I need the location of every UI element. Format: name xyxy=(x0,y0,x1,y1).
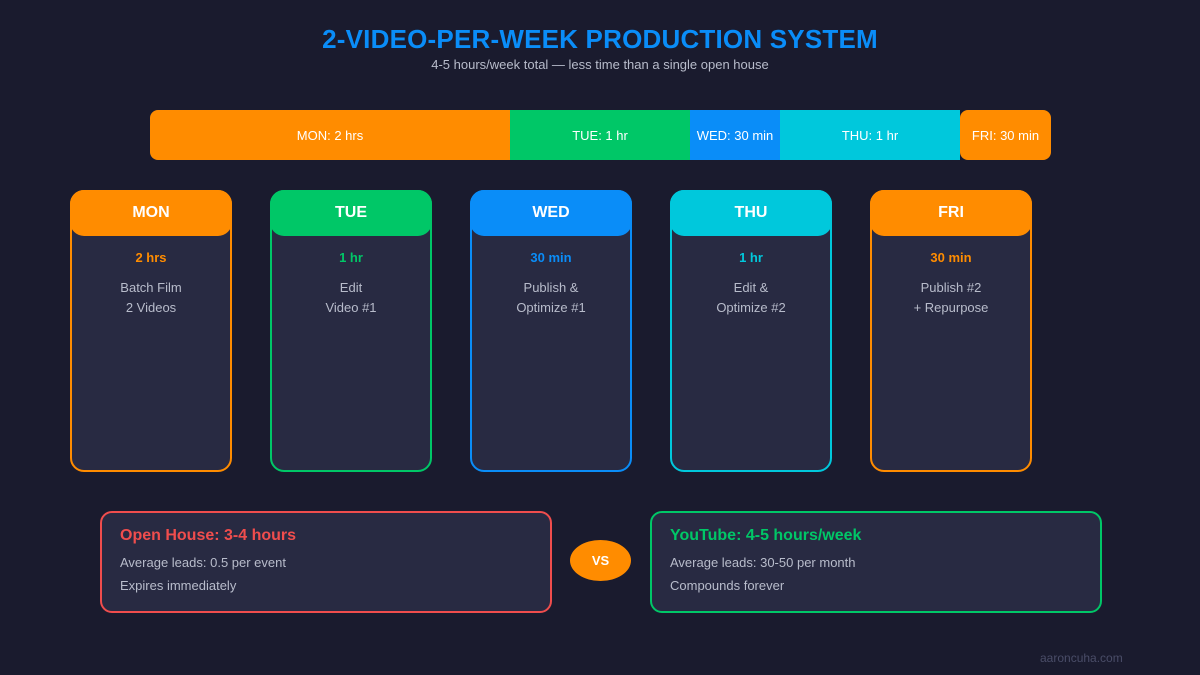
timeline-segment-wed: WED: 30 min xyxy=(690,110,780,160)
day-card-tue: TUE 1 hr Edit Video #1 xyxy=(270,190,432,472)
description-line: Publish & xyxy=(523,280,579,295)
day-card-header: MON xyxy=(70,190,232,236)
day-card-duration: 2 hrs xyxy=(135,250,167,265)
comparison-leads: Average leads: 0.5 per event xyxy=(120,555,286,570)
vs-badge: VS xyxy=(570,540,631,581)
description-line: + Repurpose xyxy=(913,300,989,315)
day-card-description: Edit Video #1 xyxy=(272,278,430,318)
day-card-description: Publish & Optimize #1 xyxy=(472,278,630,318)
timeline-segment-label: WED: 30 min xyxy=(696,127,774,143)
youtube-comparison-box: YouTube: 4-5 hours/week Average leads: 3… xyxy=(650,511,1102,613)
comparison-note: Compounds forever xyxy=(670,578,785,593)
description-line: 2 Videos xyxy=(125,300,177,315)
description-line: Batch Film xyxy=(120,280,182,295)
timeline-segment-tue: TUE: 1 hr xyxy=(510,110,690,160)
day-card-duration: 30 min xyxy=(530,250,572,265)
day-card-thu: THU 1 hr Edit & Optimize #2 xyxy=(670,190,832,472)
description-line: Publish #2 xyxy=(920,280,982,295)
timeline-segment-fri: FRI: 30 min xyxy=(960,110,1051,160)
description-line: Edit & xyxy=(733,280,769,295)
comparison-title: YouTube: 4-5 hours/week xyxy=(670,527,862,544)
day-card-fri: FRI 30 min Publish #2 + Repurpose xyxy=(870,190,1032,472)
timeline-segment-thu: THU: 1 hr xyxy=(780,110,960,160)
comparison-note: Expires immediately xyxy=(120,578,237,593)
day-card-header: WED xyxy=(470,190,632,236)
day-card-description: Batch Film 2 Videos xyxy=(72,278,230,318)
timeline-segment-mon: MON: 2 hrs xyxy=(150,110,510,160)
page-subtitle: 4-5 hours/week total — less time than a … xyxy=(431,57,769,72)
timeline-segment-label: THU: 1 hr xyxy=(841,127,899,143)
footer-credit: aaroncuha.com xyxy=(1040,651,1123,665)
timeline-segment-label: MON: 2 hrs xyxy=(296,127,364,143)
timeline-segment-label: TUE: 1 hr xyxy=(572,127,628,143)
description-line: Optimize #1 xyxy=(516,300,586,315)
day-card-duration: 1 hr xyxy=(739,250,763,265)
day-card-header: FRI xyxy=(870,190,1032,236)
day-card-description: Publish #2 + Repurpose xyxy=(872,278,1030,318)
page-title: 2-VIDEO-PER-WEEK PRODUCTION SYSTEM xyxy=(322,24,878,54)
comparison-leads: Average leads: 30-50 per month xyxy=(670,555,856,570)
day-card-header: TUE xyxy=(270,190,432,236)
weekly-time-bar: MON: 2 hrs TUE: 1 hr WED: 30 min THU: 1 … xyxy=(150,110,1051,160)
day-card-duration: 1 hr xyxy=(339,250,363,265)
day-card-duration: 30 min xyxy=(930,250,972,265)
description-line: Video #1 xyxy=(325,300,377,315)
open-house-comparison-box: Open House: 3-4 hours Average leads: 0.5… xyxy=(100,511,552,613)
day-card-header: THU xyxy=(670,190,832,236)
day-card-description: Edit & Optimize #2 xyxy=(672,278,830,318)
day-card-mon: MON 2 hrs Batch Film 2 Videos xyxy=(70,190,232,472)
comparison-title: Open House: 3-4 hours xyxy=(120,527,297,544)
description-line: Edit xyxy=(339,280,363,295)
description-line: Optimize #2 xyxy=(716,300,786,315)
timeline-segment-label: FRI: 30 min xyxy=(971,127,1040,143)
day-card-wed: WED 30 min Publish & Optimize #1 xyxy=(470,190,632,472)
